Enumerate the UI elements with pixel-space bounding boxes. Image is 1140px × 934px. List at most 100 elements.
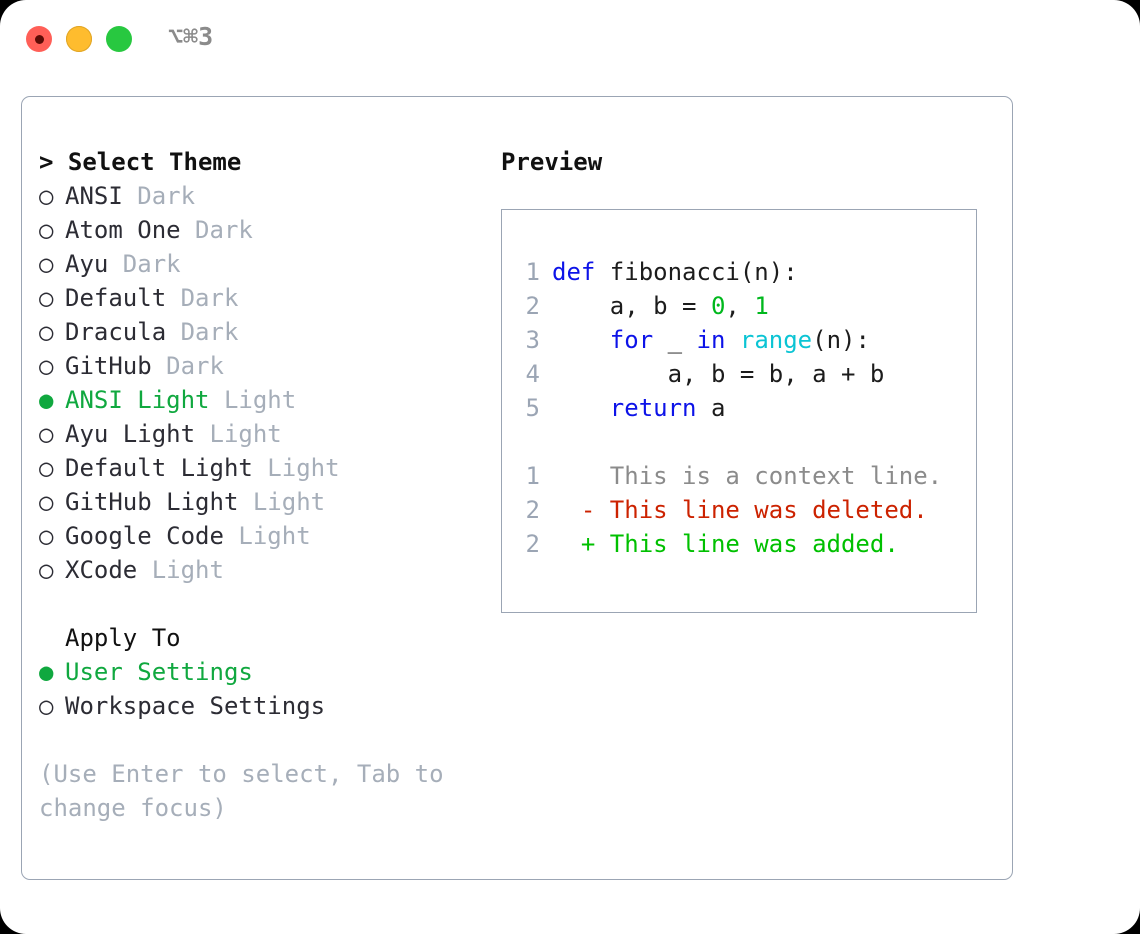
theme-option-github-light[interactable]: ○ GitHub Light Light [39, 485, 479, 519]
theme-option-label: Atom One [65, 216, 181, 244]
keyboard-shortcut-label: ⌥⌘3 [168, 22, 214, 51]
theme-option-ayu-light[interactable]: ○Ayu Light Light [39, 417, 479, 451]
code-token: 1 [754, 292, 769, 320]
code-token: in [696, 326, 726, 354]
theme-option-dracula[interactable]: ○ Dracula Dark [39, 315, 479, 349]
code-token: , [725, 292, 755, 320]
code-token: a, b = [552, 292, 711, 320]
keyboard-hint-text: (Use Enter to select, Tab to change focu… [39, 760, 444, 822]
minimize-button[interactable] [66, 26, 92, 52]
line-number: 1 [525, 258, 540, 286]
apply-to-heading: Apply To [65, 624, 181, 652]
radio-unselected-icon: ○ [39, 216, 54, 244]
theme-option-label: Default Light [65, 454, 253, 482]
radio-unselected-icon: ○ [39, 522, 54, 550]
theme-option-github[interactable]: ○GitHub Dark [39, 349, 479, 383]
line-number: 2 [525, 530, 540, 558]
line-number: 3 [525, 326, 540, 354]
code-token: (n): [812, 326, 870, 354]
diff-marker: - [552, 496, 610, 524]
theme-option-default[interactable]: ○ Default Dark [39, 281, 479, 315]
diff-text: This line was deleted. [609, 496, 928, 524]
theme-list: ○ ANSI Dark ○ Atom One Dark ○ Ayu Dark ○ Defaul… [39, 179, 479, 587]
theme-option-variant: Light [238, 488, 326, 516]
code-token: for [609, 326, 654, 354]
theme-option-label: Dracula [65, 318, 167, 346]
radio-selected-icon: ● [39, 386, 54, 414]
theme-option-label: GitHub Light [65, 488, 239, 516]
radio-unselected-icon: ○ [39, 318, 54, 346]
theme-option-variant: Dark [166, 318, 239, 346]
apply-to-option-label: User Settings [65, 658, 253, 686]
code-token: _ [653, 326, 697, 354]
diff-line-add: 2 + This line was added. [516, 527, 942, 561]
theme-option-label: Ayu [65, 250, 109, 278]
code-line: 2 a, b = 0, 1 [516, 289, 942, 323]
code-line: 1 def fibonacci(n): [516, 255, 942, 289]
line-number: 5 [525, 394, 540, 422]
theme-option-label: XCode [65, 556, 138, 584]
radio-unselected-icon: ○ [39, 556, 54, 584]
apply-to-option-label: Workspace Settings [65, 692, 326, 720]
diff-block: 1 This is a context line.2 - This line w… [516, 459, 943, 561]
diff-text: This is a context line. [609, 462, 943, 490]
apply-to-option-user-settings[interactable]: ● User Settings [39, 655, 479, 689]
theme-option-label: Google Code [65, 522, 224, 550]
code-token: 0 [710, 292, 726, 320]
theme-option-google-code[interactable]: ○ Google Code Light [39, 519, 479, 553]
line-number: 2 [525, 292, 540, 320]
theme-option-variant: Dark [122, 182, 196, 210]
radio-unselected-icon: ○ [39, 182, 54, 210]
line-number: 1 [525, 462, 540, 490]
theme-option-variant: Dark [108, 250, 181, 278]
diff-text: This line was added. [609, 530, 899, 558]
radio-unselected-icon: ○ [39, 284, 54, 312]
theme-option-variant: Light [252, 454, 340, 482]
theme-option-ansi-light[interactable]: ● ANSI Light Light [39, 383, 479, 417]
diff-line-ctx: 1 This is a context line. [516, 459, 943, 493]
theme-option-ansi[interactable]: ○ ANSI Dark [39, 179, 479, 213]
theme-option-variant: Light [195, 420, 282, 448]
theme-option-variant: Light [137, 556, 224, 584]
radio-unselected-icon: ○ [39, 488, 54, 516]
theme-selector-column: > Select Theme ○ANSI Dark○Atom One Dark○… [39, 145, 479, 825]
line-number: 2 [525, 496, 540, 524]
apply-to-list: ● User Settings ○Workspace Settings [39, 655, 479, 723]
theme-option-label: ANSI [65, 182, 123, 210]
theme-option-atom-one[interactable]: ○ Atom One Dark [39, 213, 479, 247]
radio-selected-icon: ● [39, 658, 54, 686]
theme-option-label: GitHub [65, 352, 152, 380]
diff-marker: + [552, 530, 610, 558]
window-controls [26, 26, 132, 52]
theme-option-ayu[interactable]: ○ Ayu Dark [39, 247, 479, 281]
diff-line-del: 2 - This line was deleted. [516, 493, 942, 527]
code-line: 3 for _ in range(n): [516, 323, 942, 357]
theme-option-variant: Light [209, 386, 297, 414]
code-token [552, 394, 610, 422]
theme-option-variant: Dark [180, 216, 253, 244]
theme-option-variant: Light [223, 522, 311, 550]
theme-option-xcode[interactable]: ○ XCode Light [39, 553, 479, 587]
code-token: fibonacci(n): [609, 258, 798, 286]
main-panel: > Select Theme ○ANSI Dark○Atom One Dark○… [21, 96, 1013, 880]
title-bar: ⌥⌘3 [0, 0, 1140, 78]
theme-option-variant: Dark [166, 284, 239, 312]
maximize-button[interactable] [106, 26, 132, 52]
theme-option-label: ANSI Light [65, 386, 210, 414]
code-token: def [552, 258, 610, 286]
theme-option-label: Default [65, 284, 167, 312]
code-token: range [739, 326, 813, 354]
radio-unselected-icon: ○ [39, 420, 54, 448]
close-button[interactable] [26, 26, 52, 52]
theme-option-variant: Dark [151, 352, 224, 380]
radio-unselected-icon: ○ [39, 454, 54, 482]
theme-option-default-light[interactable]: ○ Default Light Light [39, 451, 479, 485]
line-number: 4 [525, 360, 540, 388]
radio-unselected-icon: ○ [39, 250, 54, 278]
code-line: 4 a, b = b, a + b [516, 357, 942, 391]
apply-to-option-workspace-settings[interactable]: ○Workspace Settings [39, 689, 479, 723]
